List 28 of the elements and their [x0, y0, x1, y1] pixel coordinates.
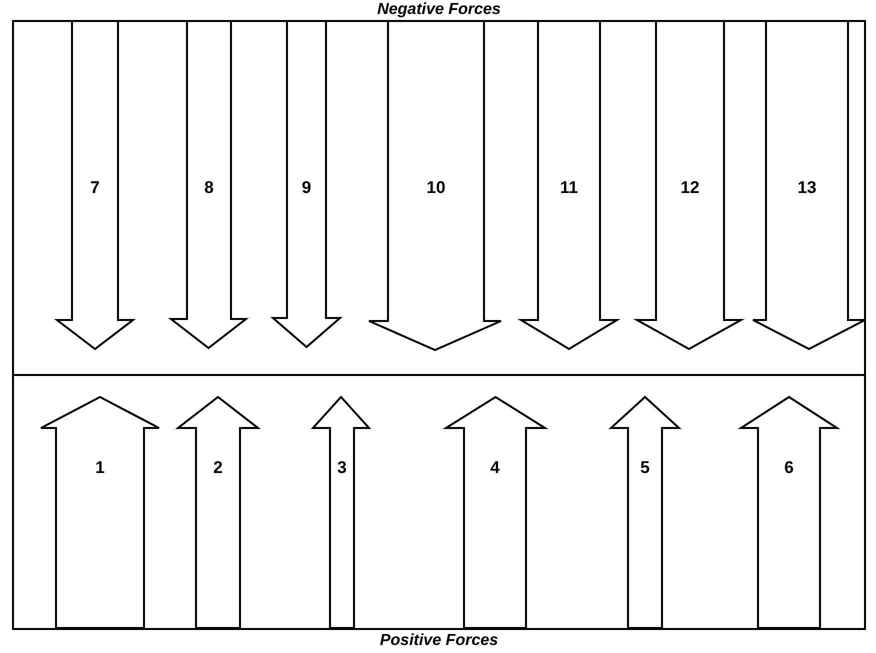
upward-force-shape [740, 396, 838, 628]
panel-title: Negative Forces [376, 1, 502, 19]
downward-force-shape [636, 21, 742, 350]
force-number: 12 [680, 178, 700, 198]
force-number: 7 [90, 178, 100, 198]
downward-force-shape [752, 21, 866, 350]
force-number: 4 [490, 458, 500, 478]
downward-force-shape [368, 21, 502, 351]
panel-title: Positive Forces [378, 632, 500, 650]
upward-force-shape [610, 396, 680, 628]
force-number: 13 [798, 178, 816, 198]
force-number: 1 [95, 458, 105, 478]
upward-force-shape [40, 396, 160, 628]
downward-force-shape [520, 21, 618, 350]
force-number: 5 [640, 458, 650, 478]
downward-force-shape [272, 21, 341, 348]
force-number: 9 [302, 178, 312, 198]
downward-force-shape [56, 21, 134, 350]
upward-force-shape [445, 396, 546, 628]
force-number: 8 [204, 178, 214, 198]
force-number: 10 [426, 178, 446, 198]
upward-force-shape [312, 396, 370, 628]
force-number: 3 [337, 458, 347, 478]
downward-force-shape [170, 21, 247, 349]
force-number: 2 [213, 458, 223, 478]
force-number: 6 [784, 458, 794, 478]
upward-force-shape [177, 396, 259, 628]
force-number: 11 [560, 178, 578, 198]
